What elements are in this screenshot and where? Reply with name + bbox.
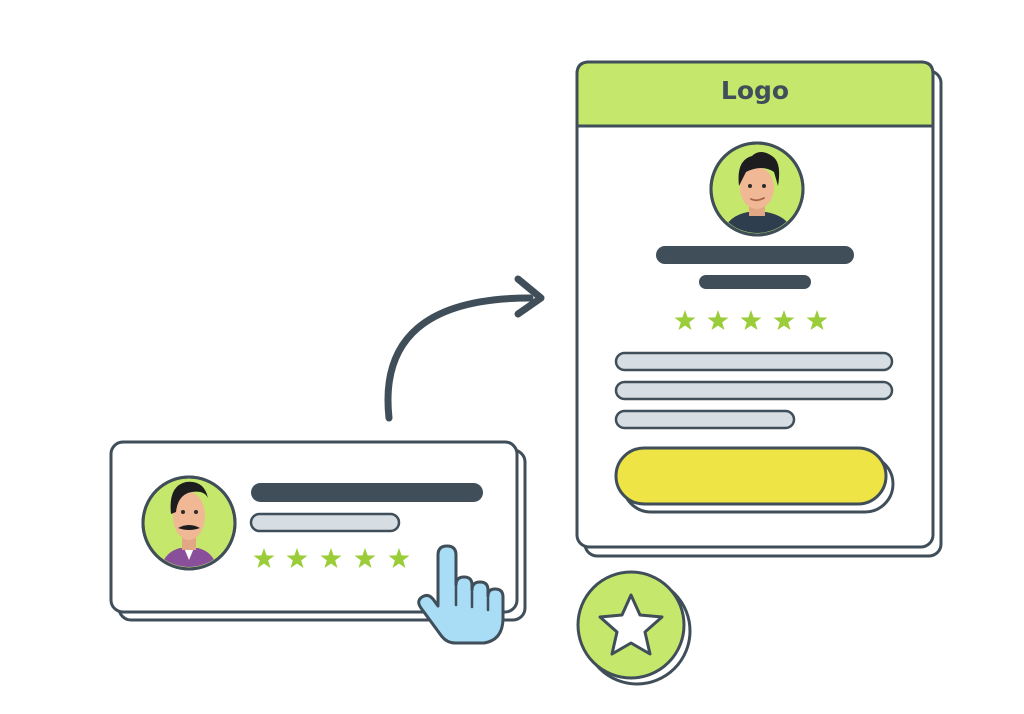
profile-card-header [575,60,935,128]
subtitle-placeholder [249,512,401,533]
logo-label: Logo [721,76,789,105]
cta-button[interactable] [614,446,895,514]
description-line [614,380,894,401]
avatar [141,475,237,571]
curved-arrow-icon [384,275,545,422]
subtitle-placeholder [699,275,811,289]
name-placeholder [251,483,483,502]
name-placeholder [656,246,854,264]
review-card[interactable] [109,440,527,622]
description-line [614,409,796,430]
star-badge [576,570,692,686]
pointing-hand-icon [417,544,505,645]
star-icon [598,593,664,656]
avatar [709,141,805,237]
profile-card: Logo [575,60,943,558]
description-line [614,351,894,372]
